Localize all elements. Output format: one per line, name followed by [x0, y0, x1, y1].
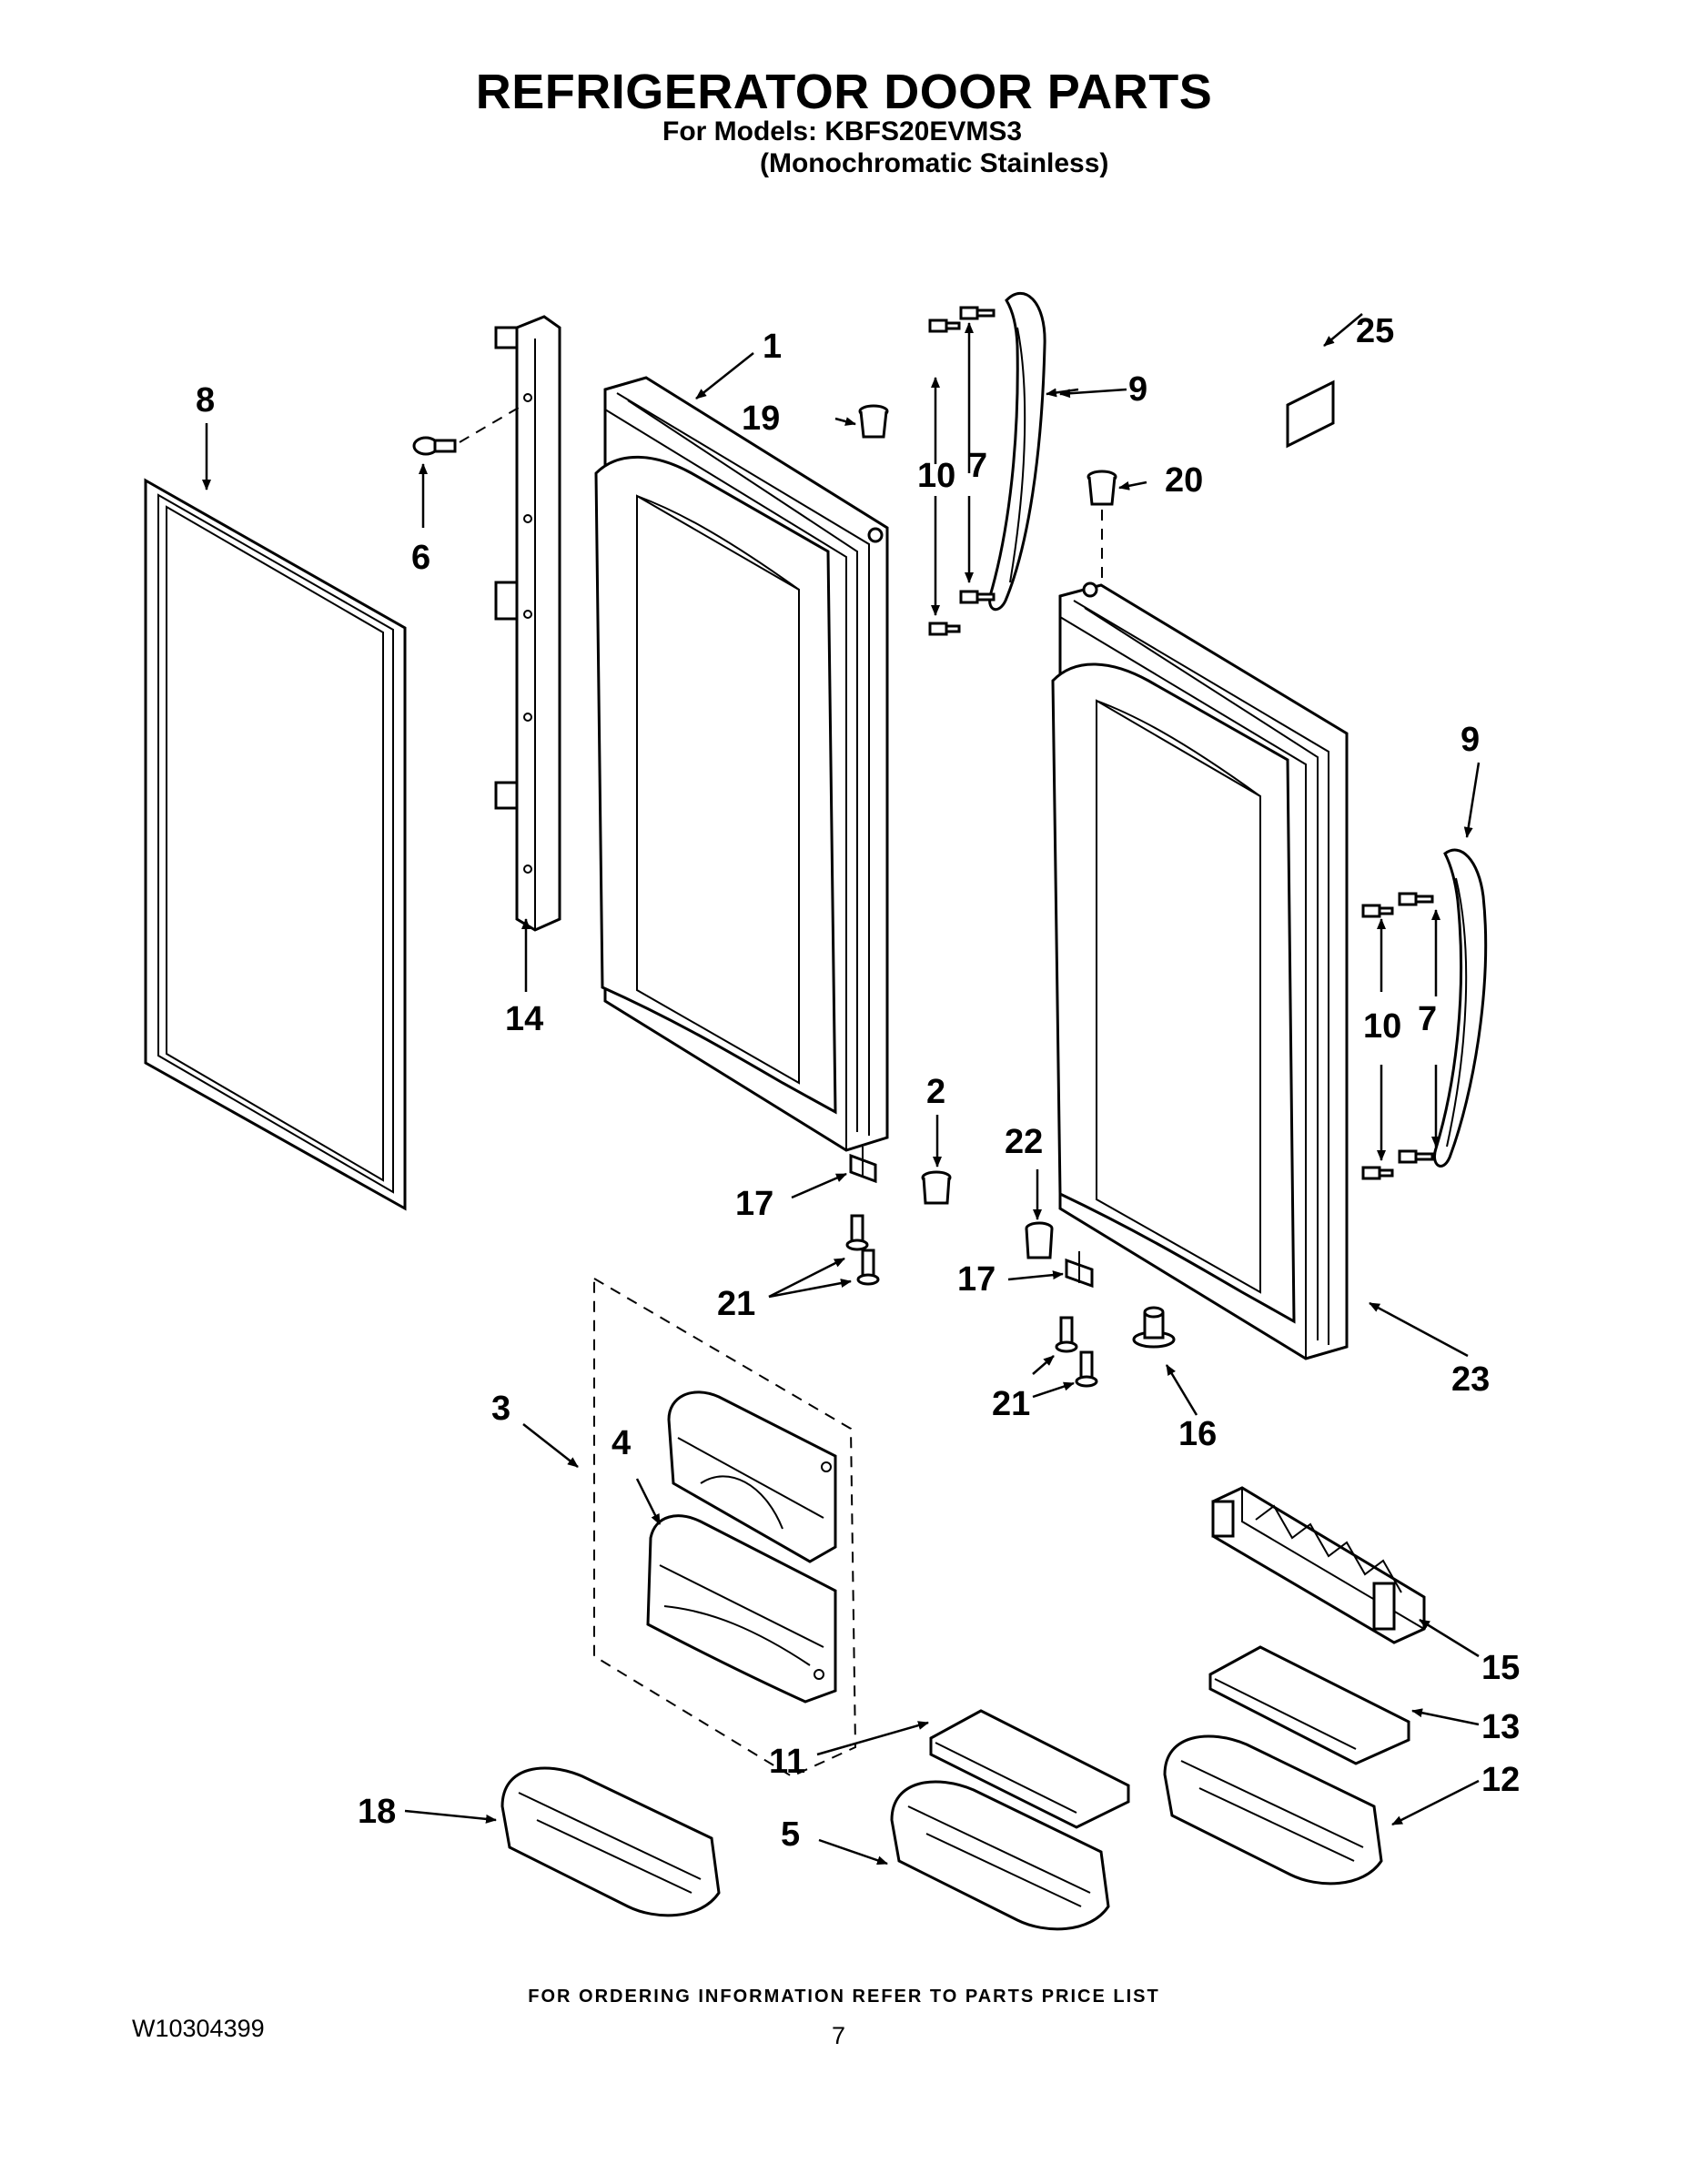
callout-2: 2 [926, 1073, 945, 1111]
callout-13: 13 [1481, 1708, 1520, 1746]
callout-1: 1 [763, 328, 782, 366]
hinge-bracket-17-right [1065, 1251, 1094, 1289]
bushing-part-2 [921, 1170, 952, 1205]
dairy-door-part [667, 1390, 837, 1563]
callout-11: 11 [769, 1743, 805, 1781]
hinge-pin-part [1132, 1306, 1176, 1349]
callout-3: 3 [491, 1390, 510, 1428]
shelf-part-13 [1208, 1645, 1410, 1765]
callout-6: 6 [411, 539, 430, 577]
callout-12: 12 [1481, 1761, 1520, 1799]
door-gasket-part [144, 478, 407, 1211]
model-subtitle: For Models: KBFS20EVMS3 [662, 116, 1023, 147]
handle-part-9-lower [1433, 848, 1488, 1168]
left-door-part [594, 376, 889, 1152]
bushing-part-22 [1025, 1221, 1054, 1259]
door-bin-part-18 [500, 1766, 721, 1917]
right-door-part [1051, 581, 1349, 1360]
handle-part-9-upper [988, 291, 1046, 611]
callout-21-left: 21 [717, 1285, 755, 1323]
callout-21-right: 21 [992, 1385, 1030, 1423]
callout-25: 25 [1356, 312, 1394, 350]
egg-tray-part [1211, 1486, 1426, 1644]
screw-part-6 [412, 404, 524, 456]
callout-9-lower: 9 [1461, 721, 1480, 759]
page-title: REFRIGERATOR DOOR PARTS [475, 65, 1213, 119]
hinge-bracket-17-left [849, 1147, 877, 1184]
bushing-part-20 [1087, 470, 1117, 582]
callout-9-upper: 9 [1128, 370, 1147, 409]
callout-14: 14 [505, 1000, 543, 1038]
page-number: 7 [832, 2022, 846, 2049]
ordering-note: FOR ORDERING INFORMATION REFER TO PARTS … [528, 1987, 1160, 2007]
hinge-screws-right [1055, 1316, 1098, 1388]
callout-labels: 1 8 6 9 19 20 25 10 7 14 9 10 7 2 22 17 … [196, 312, 1520, 1854]
callout-23: 23 [1451, 1360, 1490, 1399]
hinge-screws-left [845, 1214, 880, 1286]
callout-22: 22 [1005, 1123, 1043, 1161]
callout-18: 18 [358, 1793, 396, 1831]
door-bin-part-12 [1163, 1734, 1383, 1886]
callout-17-left: 17 [735, 1185, 773, 1223]
callout-8: 8 [196, 381, 215, 420]
bushing-part-19 [858, 404, 889, 439]
callout-7-lower: 7 [1418, 1000, 1437, 1038]
callout-5: 5 [781, 1815, 800, 1854]
handle-fasteners-upper [928, 306, 996, 636]
dairy-bin-part [646, 1514, 837, 1704]
handle-fasteners-lower [1361, 892, 1434, 1180]
document-number: W10304399 [132, 2015, 265, 2042]
label-part-25 [1286, 379, 1335, 449]
callout-10-upper: 10 [917, 457, 955, 495]
shelf-part-11 [929, 1709, 1130, 1829]
callout-4: 4 [612, 1424, 631, 1462]
callout-7-upper: 7 [968, 447, 987, 485]
callout-16: 16 [1178, 1415, 1217, 1453]
callout-17-right: 17 [957, 1260, 996, 1299]
door-trim-part [494, 315, 561, 932]
finish-subtitle: (Monochromatic Stainless) [760, 148, 1109, 178]
callout-19: 19 [742, 399, 780, 438]
callout-10-lower: 10 [1363, 1007, 1401, 1046]
callout-20: 20 [1165, 461, 1203, 500]
door-bin-part-5 [890, 1780, 1110, 1931]
callout-15: 15 [1481, 1649, 1520, 1687]
dairy-assembly-outline [593, 1277, 857, 1778]
leader-lines [202, 313, 1481, 1866]
